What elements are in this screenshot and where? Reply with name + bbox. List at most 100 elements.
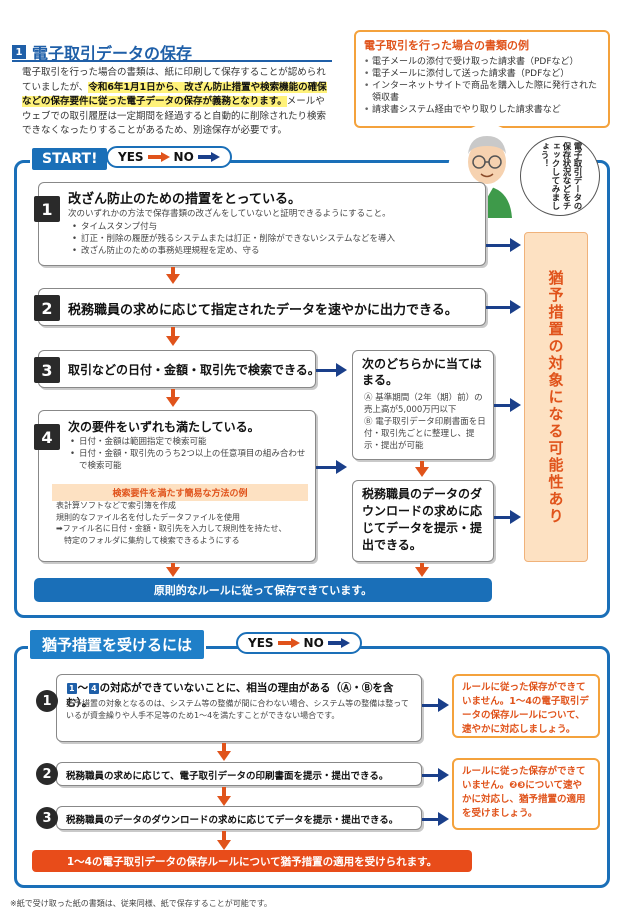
yes-arrow-icon: [217, 840, 231, 850]
footnote: ※紙で受け取った紙の書類は、従来同様、紙で保存することが可能です。: [10, 899, 272, 908]
no-arrow-icon: [510, 300, 521, 314]
no-arrow-line: [316, 369, 338, 372]
grace-result-bar: 1～4の電子取引データの保存ルールについて猶予措置の適用を受けられます。: [32, 850, 472, 872]
no-arrow-icon: [415, 467, 429, 477]
no-arrow-line: [486, 306, 512, 309]
yes-arrow-line: [171, 267, 175, 275]
yes-arrow-icon: [166, 336, 180, 346]
simple-method-list: 表計算ソフトなどで索引簿を作成 規則的なファイル名を付したデータファイルを使用 …: [56, 500, 312, 546]
download-heading: 税務職員のデータのダウンロードの求めに応じてデータを提示・提出できる。: [362, 487, 483, 552]
step-3-heading: 取引などの日付・金額・取引先で検索できる。: [68, 363, 320, 377]
ref-badge: 1: [67, 683, 77, 694]
red-arrow-icon: [277, 638, 300, 648]
yes-arrow-icon: [217, 796, 231, 806]
grace-q3-heading: 税務職員のデータのダウンロードの求めに応じてデータを提示・提出できる。: [66, 815, 399, 826]
list-item: 日付・金額・取引先のうち2つ以上の任意項目の組み合わせで検索可能: [70, 448, 310, 472]
intro-text-1: 電子取引を行った場合の書類は、紙に印刷して保存することが認められていましたが、: [22, 67, 326, 93]
legend-no: NO: [303, 636, 324, 650]
no-arrow-line: [422, 704, 440, 707]
yes-arrow-line: [222, 787, 226, 797]
step-4-number: 4: [34, 424, 60, 450]
grace-q1-heading-text: の対応ができていないことに、相当の理由がある（Ⓐ・Ⓑを含む）。: [66, 682, 394, 709]
yes-arrow-line: [171, 563, 175, 569]
grace-q1-desc: 猶予措置の対象となるのは、システム等の整備が間に合わない場合、システム等の整備は…: [66, 699, 409, 720]
list-item: タイムスタンプ付与: [72, 221, 482, 233]
grace-q2-number: 2: [36, 763, 58, 785]
yes-arrow-icon: [510, 510, 521, 524]
list-item: 表計算ソフトなどで索引簿を作成: [56, 501, 176, 510]
yes-arrow-icon: [217, 751, 231, 761]
yes-arrow-line: [222, 831, 226, 841]
no-arrow-icon: [415, 567, 429, 577]
list-item: 訂正・削除の履歴が残るシステムまたは訂正・削除ができないシステムなどを導入: [72, 233, 482, 245]
grace-possible-text: 猶予措置の対象になる可能性あり: [546, 269, 565, 525]
legend-no: NO: [173, 150, 194, 164]
step-1-number: 1: [34, 196, 60, 222]
grace-q3-number: 3: [36, 807, 58, 829]
grace-note-1: ルールに従った保存ができていません。1～4の電子取引データの保存ルールについて、…: [452, 674, 600, 738]
grace-title: 猶予措置を受けるには: [28, 628, 207, 661]
examples-list: 電子メールの添付で受け取った請求書（PDFなど） 電子メールに添付して送った請求…: [356, 56, 608, 116]
yes-arrow-icon: [166, 397, 180, 407]
no-arrow-line: [486, 244, 512, 247]
page-title: 電子取引データの保存: [32, 44, 193, 63]
ref-badge: 4: [89, 683, 99, 694]
grace-q1-number: 1: [36, 690, 58, 712]
title-underline: [12, 60, 332, 62]
no-arrow-icon: [336, 363, 347, 377]
yes-arrow-line: [222, 743, 226, 752]
list-item: 規則的なファイル名を付したデータファイルを使用: [56, 512, 240, 522]
step-3-box: [38, 350, 316, 388]
example-item: インターネットサイトで商品を購入した際に発行された領収書: [364, 80, 602, 104]
no-arrow-icon: [336, 460, 347, 474]
section-title: 1 電子取引データの保存: [12, 40, 192, 64]
examples-box: 電子取引を行った場合の書類の例 電子メールの添付で受け取った請求書（PDFなど）…: [354, 30, 610, 128]
intro-paragraph: 電子取引を行った場合の書類は、紙に印刷して保存することが認められていましたが、令…: [22, 66, 334, 139]
example-item: 請求書システム経由でやり取りした請求書など: [364, 104, 602, 116]
either-item-b: Ⓑ 電子取引データ印刷書面を日付・取引先ごとに整理し、提示・提出が可能: [364, 417, 486, 451]
yes-arrow-icon: [510, 398, 521, 412]
list-item: 日付・金額は範囲指定で検索可能: [70, 436, 310, 448]
grace-q1-box: [56, 674, 422, 742]
yes-arrow-line: [171, 389, 175, 398]
red-arrow-icon: [147, 152, 170, 162]
example-item: 電子メールに添付して送った請求書（PDFなど）: [364, 68, 602, 80]
simple-method-title: 検索要件を満たす簡易な方法の例: [52, 484, 308, 501]
blue-arrow-icon: [197, 152, 220, 162]
step-4-bullets: 日付・金額は範囲指定で検索可能 日付・金額・取引先のうち2つ以上の任意項目の組み…: [70, 436, 310, 472]
start-label: START!: [30, 146, 110, 172]
yes-arrow-line: [494, 404, 512, 407]
yes-no-legend: YES NO: [236, 632, 362, 654]
list-item: 改ざん防止のための事務処理規程を定め、守る: [72, 245, 482, 257]
speech-bubble: 電子取引データの保存状況などをチェックしてみましょう！: [520, 136, 600, 216]
grace-q2-heading: 税務職員の求めに応じて、電子取引データの印刷書面を提示・提出できる。: [66, 771, 389, 782]
no-arrow-icon: [438, 768, 449, 782]
step-3-number: 3: [34, 357, 60, 383]
compliant-result-bar: 原則的なルールに従って保存できています。: [34, 578, 492, 602]
legend-yes: YES: [248, 636, 274, 650]
example-item: 電子メールの添付で受け取った請求書（PDFなど）: [364, 56, 602, 68]
no-arrow-icon: [510, 238, 521, 252]
grace-note-2: ルールに従った保存ができていません。❷❸について速やかに対応し、猶予措置の適用を…: [452, 758, 600, 830]
intro-text-2: メールやウェブでの取引履歴は一定期間を経過すると自動的に削除されたり検索できなく…: [22, 96, 327, 136]
step-1-heading: 改ざん防止のための措置をとっている。: [68, 192, 301, 207]
no-arrow-icon: [438, 812, 449, 826]
no-arrow-line: [422, 774, 440, 777]
no-arrow-line: [422, 818, 440, 821]
grace-possible-box: 猶予措置の対象になる可能性あり: [524, 232, 588, 562]
tilde: ～: [77, 682, 89, 694]
either-item-a: Ⓐ 基準期間（2年（期）前）の売上高が5,000万円以下: [364, 393, 483, 415]
grace-q3-box: [56, 806, 422, 830]
legend-yes: YES: [118, 150, 144, 164]
yes-arrow-line: [171, 327, 175, 337]
section-number-badge: 1: [12, 45, 26, 59]
list-item: 特定のフォルダに集約して検索できるようにする: [56, 535, 240, 545]
examples-title: 電子取引を行った場合の書類の例: [364, 39, 529, 52]
either-box: [352, 350, 494, 460]
blue-arrow-icon: [327, 638, 350, 648]
bubble-text: 電子取引データの保存状況などをチェックしてみましょう！: [539, 142, 582, 210]
yes-arrow-line: [494, 516, 512, 519]
no-arrow-line: [420, 563, 424, 569]
no-arrow-icon: [438, 698, 449, 712]
